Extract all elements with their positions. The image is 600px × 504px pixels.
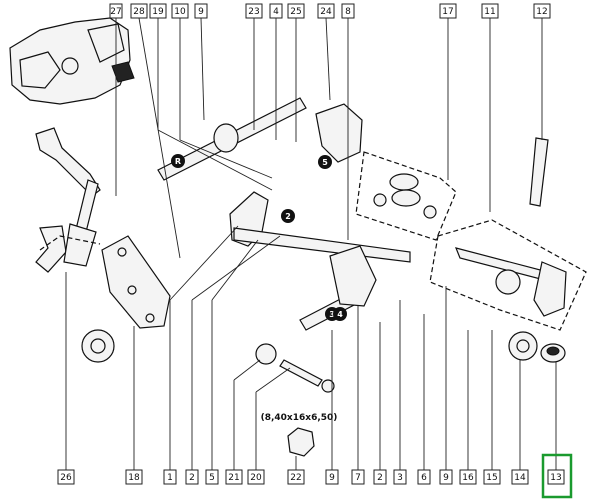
- svg-text:21: 21: [228, 473, 239, 483]
- callout-11: 11: [481, 3, 499, 212]
- highlight-frame-13: [541, 453, 573, 499]
- svg-text:13: 13: [550, 473, 561, 483]
- pivot-plate: [101, 235, 171, 329]
- roundel-r: R: [171, 154, 185, 168]
- callout-3: 3: [393, 300, 407, 485]
- dimension-label: (8,40x16x6,50): [261, 413, 338, 423]
- right-lever-assembly: [429, 137, 587, 363]
- callout-25: 25: [287, 3, 305, 142]
- svg-text:28: 28: [133, 7, 145, 17]
- callout-22: 22: [287, 456, 305, 485]
- svg-text:2: 2: [285, 212, 291, 221]
- callout-6: 6: [417, 314, 431, 485]
- svg-text:19: 19: [152, 7, 164, 17]
- svg-text:9: 9: [443, 473, 449, 483]
- svg-text:R: R: [175, 157, 181, 166]
- roundel-2: 2: [281, 209, 295, 223]
- svg-text:14: 14: [514, 473, 526, 483]
- callout-5: 5: [205, 239, 259, 485]
- lower-small-parts: [255, 343, 335, 457]
- svg-text:12: 12: [536, 7, 547, 17]
- callout-23: 23: [245, 3, 263, 130]
- callout-17: 17: [439, 3, 457, 180]
- selector-gear: [81, 329, 115, 363]
- svg-text:24: 24: [320, 7, 332, 17]
- svg-text:9: 9: [329, 473, 335, 483]
- svg-text:9: 9: [198, 7, 204, 17]
- svg-text:16: 16: [462, 473, 474, 483]
- svg-text:1: 1: [167, 473, 173, 483]
- callout-24: 24: [317, 3, 335, 101]
- callout-13[interactable]: 13: [541, 362, 573, 499]
- svg-text:17: 17: [442, 7, 453, 17]
- svg-text:7: 7: [355, 473, 361, 483]
- callout-16: 16: [459, 330, 477, 485]
- gearbox-housing: [9, 17, 135, 105]
- roundel-5: 5: [318, 155, 332, 169]
- shift-lever-left: [35, 127, 101, 273]
- callout-9-bottom-a: 9: [325, 330, 339, 485]
- callout-19: 19: [149, 3, 273, 191]
- callout-27: 27: [109, 3, 123, 196]
- svg-text:27: 27: [110, 7, 121, 17]
- roundel-4: 4: [333, 307, 347, 321]
- svg-text:11: 11: [484, 7, 495, 17]
- svg-text:8: 8: [345, 7, 351, 17]
- svg-text:6: 6: [421, 473, 427, 483]
- svg-text:2: 2: [377, 473, 383, 483]
- detent-group: [355, 151, 457, 241]
- svg-text:4: 4: [273, 7, 279, 17]
- svg-text:25: 25: [290, 7, 301, 17]
- svg-text:23: 23: [248, 7, 259, 17]
- callout-4-top: 4: [269, 3, 283, 140]
- callout-21: 21: [225, 359, 261, 485]
- callout-15: 15: [483, 330, 501, 485]
- callout-1: 1: [163, 225, 239, 485]
- central-shaft-assembly: [157, 97, 411, 331]
- svg-text:4: 4: [337, 310, 343, 319]
- svg-text:20: 20: [250, 473, 262, 483]
- svg-text:15: 15: [486, 473, 497, 483]
- svg-text:5: 5: [209, 473, 215, 483]
- svg-text:22: 22: [290, 473, 301, 483]
- svg-text:26: 26: [60, 473, 72, 483]
- callout-26: 26: [57, 272, 75, 485]
- callout-7: 7: [351, 306, 365, 485]
- callout-2-right: 2: [373, 322, 387, 485]
- callout-9-top: 9: [194, 3, 208, 121]
- svg-text:18: 18: [128, 473, 140, 483]
- svg-text:10: 10: [174, 7, 186, 17]
- svg-text:2: 2: [189, 473, 195, 483]
- callout-8-top: 8: [341, 3, 355, 240]
- callout-14: 14: [511, 360, 529, 485]
- callout-9-bottom-b: 9: [439, 286, 453, 485]
- callout-10: 10: [171, 3, 273, 179]
- svg-text:5: 5: [322, 158, 328, 167]
- callout-28: 28: [130, 3, 181, 259]
- callout-18: 18: [125, 326, 143, 485]
- callout-12: 12: [533, 3, 551, 140]
- callout-20: 20: [247, 367, 291, 485]
- svg-text:3: 3: [397, 473, 403, 483]
- svg-text:3: 3: [329, 310, 335, 319]
